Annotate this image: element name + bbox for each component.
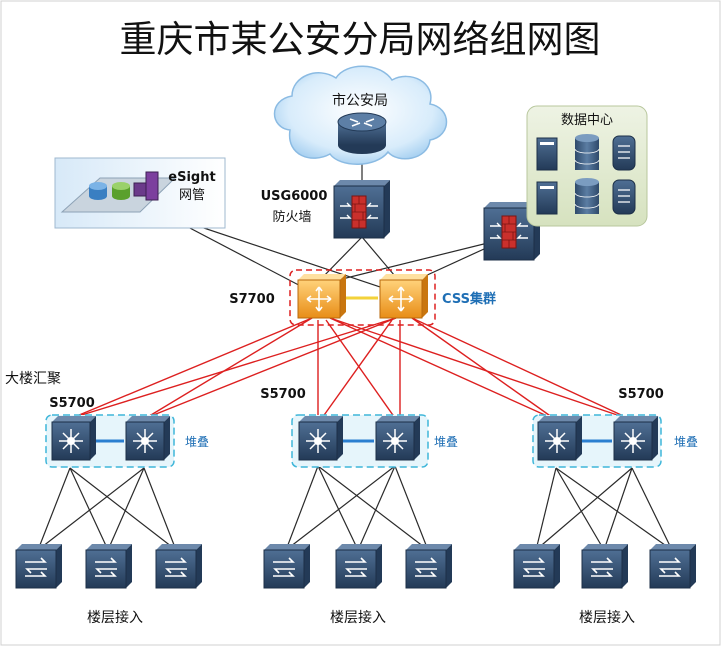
access-switch-icon xyxy=(263,544,310,589)
uplink-cr-g3a xyxy=(411,317,557,421)
access-switch-icon xyxy=(513,544,560,589)
access-switch-icon xyxy=(649,544,696,589)
css-cluster-boundary xyxy=(289,269,436,326)
link-g3-d xyxy=(535,467,633,551)
stack-label-1: 堆叠 xyxy=(185,435,209,449)
building-agg-label: 大楼汇聚 xyxy=(5,371,61,387)
link-g3-c xyxy=(555,467,673,551)
uplink-cr-g1a xyxy=(71,317,397,419)
agg-model-1: S5700 xyxy=(49,396,95,411)
agg-switch-3b-icon xyxy=(613,416,658,461)
access-switch-icon xyxy=(581,544,628,589)
uplink-cl-g3a xyxy=(329,317,557,421)
link-g2-f xyxy=(394,465,429,551)
router-icon xyxy=(337,112,387,154)
link-g3-a xyxy=(535,467,557,551)
agg-group-1: S5700 堆叠 xyxy=(45,396,209,468)
access-switch-icon xyxy=(15,544,62,589)
data-center: 数据中心 xyxy=(526,105,648,227)
agg-switch-1b-icon xyxy=(125,416,170,461)
link-g1-e xyxy=(107,467,145,551)
stack-label-3: 堆叠 xyxy=(674,435,698,449)
uplink-cr-g1b xyxy=(145,317,397,419)
core-model: S7700 xyxy=(229,292,275,307)
access-switch-icon xyxy=(405,544,452,589)
link-g1-b xyxy=(69,467,109,551)
uplink-cr-g3b xyxy=(411,317,633,421)
monitor-icon xyxy=(133,171,159,201)
agg-switch-1a-icon xyxy=(51,416,96,461)
access-switch-icon xyxy=(335,544,382,589)
agg-group-3: S5700 堆叠 xyxy=(532,387,698,468)
uplink-cl-g1a xyxy=(71,317,313,419)
link-g2-e xyxy=(357,465,396,551)
firewall-usg6000: USG6000 防火墙 xyxy=(261,180,390,239)
dc-disk-icon-1 xyxy=(574,134,600,170)
cloud-label: 市公安局 xyxy=(332,92,388,109)
link-g3-b xyxy=(555,467,605,551)
agg-switch-2a-icon xyxy=(298,416,343,461)
access-label-1: 楼层接入 xyxy=(87,609,143,626)
access-label-2: 楼层接入 xyxy=(330,609,386,626)
firewall-name: 防火墙 xyxy=(272,209,311,225)
core-switch-left-icon xyxy=(297,274,346,319)
core-s7700-cluster: S7700 CSS集群 xyxy=(229,269,496,326)
firewall-model: USG6000 xyxy=(261,189,328,204)
diagram-title: 重庆市某公安分局网络组网图 xyxy=(120,18,601,61)
link-g2-c xyxy=(317,465,429,551)
dc-server-icon-1 xyxy=(536,137,558,171)
agg-switch-3a-icon xyxy=(537,416,582,461)
css-cluster-label: CSS集群 xyxy=(442,291,496,307)
city-police-cloud: 市公安局 xyxy=(273,65,448,165)
esight-name: eSight xyxy=(168,170,215,185)
green-storage-icon xyxy=(112,182,130,200)
access-switch-icon xyxy=(85,544,132,589)
link-g1-a xyxy=(37,467,71,551)
red-uplinks xyxy=(71,317,633,421)
agg-model-3: S5700 xyxy=(618,387,664,402)
link-g2-d xyxy=(285,465,396,551)
link-g1-d xyxy=(37,467,145,551)
uplink-cl-g3b xyxy=(329,317,633,421)
link-g1-f xyxy=(143,467,177,551)
agg-switch-2b-icon xyxy=(375,416,420,461)
core-switch-right-icon xyxy=(379,274,428,319)
stack-label-2: 堆叠 xyxy=(434,435,458,449)
dc-storage-icon-2 xyxy=(612,179,636,215)
access-switches xyxy=(15,544,696,589)
esight-role: 网管 xyxy=(179,188,205,203)
link-g3-f xyxy=(631,467,673,551)
uplink-cr-g2a xyxy=(321,319,393,419)
access-label-3: 楼层接入 xyxy=(579,609,635,626)
agg-model-2: S5700 xyxy=(260,387,306,402)
server-stack-icon xyxy=(89,182,107,200)
datacenter-label: 数据中心 xyxy=(561,113,613,128)
uplink-cl-g2b xyxy=(325,319,396,419)
link-g2-a xyxy=(285,465,319,551)
link-g3-e xyxy=(603,467,633,551)
link-fw2-core-a xyxy=(329,237,509,283)
link-g2-b xyxy=(317,465,359,551)
access-switch-icon xyxy=(155,544,202,589)
dc-storage-icon-1 xyxy=(612,135,636,171)
link-g1-c xyxy=(69,467,177,551)
agg-group-2: S5700 堆叠 xyxy=(260,387,458,468)
dc-disk-icon-2 xyxy=(574,178,600,214)
uplink-cl-g1b xyxy=(145,317,313,419)
esight-management: eSight 网管 xyxy=(54,157,226,229)
dc-server-icon-2 xyxy=(536,181,558,215)
